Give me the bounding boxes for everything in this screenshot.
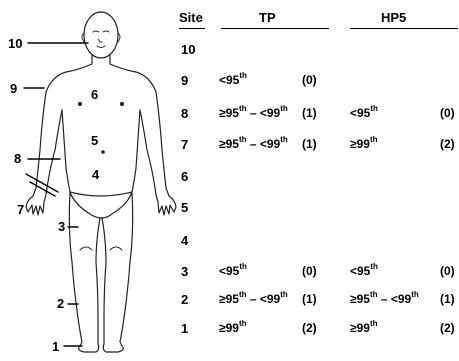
range-suffix: th bbox=[239, 104, 247, 113]
range-suffix: th bbox=[370, 135, 378, 144]
hp5-range: ≥95th – <99th bbox=[350, 293, 419, 306]
tp-range: <95th bbox=[219, 265, 247, 278]
range-lower: ≥99 bbox=[350, 137, 370, 151]
site-label-2: 2 bbox=[57, 297, 64, 310]
table-header-rule-site bbox=[179, 28, 205, 29]
tp-range: ≥99th bbox=[219, 322, 247, 335]
site-label-6: 6 bbox=[91, 88, 98, 101]
site-label-1: 1 bbox=[52, 340, 59, 353]
range-suffix: th bbox=[280, 135, 288, 144]
range-upper: – <99 bbox=[247, 137, 281, 151]
body-left-arm bbox=[26, 92, 62, 215]
hp5-score: (2) bbox=[440, 138, 455, 151]
body-face bbox=[93, 31, 109, 48]
range-lower: ≥99 bbox=[219, 321, 239, 335]
body-nipple-right bbox=[121, 103, 124, 106]
range-suffix: th bbox=[239, 71, 247, 80]
table-row-site: 4 bbox=[181, 234, 188, 247]
site-label-3: 3 bbox=[58, 220, 65, 233]
tp-score: (1) bbox=[302, 138, 317, 151]
hp5-score: (2) bbox=[440, 322, 455, 335]
tp-score: (0) bbox=[302, 74, 317, 87]
tp-score: (0) bbox=[302, 265, 317, 278]
range-suffix: th bbox=[239, 290, 247, 299]
range-lower: <95 bbox=[219, 73, 239, 87]
range-upper: – <99 bbox=[247, 106, 281, 120]
table-header-rule-hp5 bbox=[350, 28, 458, 29]
table-header-rule-tp bbox=[221, 28, 329, 29]
site-label-8: 8 bbox=[14, 152, 21, 165]
body-right-arm bbox=[140, 92, 176, 215]
site-label-4: 4 bbox=[92, 168, 99, 181]
range-suffix: th bbox=[280, 104, 288, 113]
range-lower: <95 bbox=[219, 264, 239, 278]
hp5-range: <95th bbox=[350, 265, 378, 278]
range-lower: ≥95 bbox=[219, 137, 239, 151]
hp5-score: (0) bbox=[440, 107, 455, 120]
table-header-hp5: HP5 bbox=[381, 11, 406, 24]
site-label-7: 7 bbox=[17, 203, 24, 216]
body-navel bbox=[102, 151, 104, 153]
hp5-range: <95th bbox=[350, 107, 378, 120]
range-suffix: th bbox=[280, 290, 288, 299]
range-upper: – <99 bbox=[378, 292, 412, 306]
hp5-range: ≥99th bbox=[350, 138, 378, 151]
range-lower: ≥99 bbox=[350, 321, 370, 335]
site-label-10: 10 bbox=[8, 37, 22, 50]
site-label-5: 5 bbox=[91, 134, 98, 147]
hp5-range: ≥99th bbox=[350, 322, 378, 335]
tp-score: (1) bbox=[302, 293, 317, 306]
tp-range: <95th bbox=[219, 74, 247, 87]
tp-range: ≥95th – <99th bbox=[219, 107, 288, 120]
body-nipple-left bbox=[79, 103, 82, 106]
table-row-site: 6 bbox=[181, 170, 188, 183]
range-suffix: th bbox=[239, 135, 247, 144]
table-row-site: 3 bbox=[181, 265, 188, 278]
table-header-site: Site bbox=[179, 11, 203, 24]
table-row-site: 5 bbox=[181, 201, 188, 214]
body-ears bbox=[82, 33, 120, 42]
range-suffix: th bbox=[239, 262, 247, 271]
range-suffix: th bbox=[411, 290, 419, 299]
range-lower: ≥95 bbox=[350, 292, 370, 306]
range-lower: ≥95 bbox=[219, 292, 239, 306]
range-lower: <95 bbox=[350, 264, 370, 278]
range-suffix: th bbox=[370, 262, 378, 271]
table-row-site: 1 bbox=[181, 322, 188, 335]
table-header-tp: TP bbox=[259, 11, 276, 24]
body-left-leg bbox=[69, 192, 100, 352]
table-row-site: 2 bbox=[181, 293, 188, 306]
body-briefs bbox=[70, 192, 132, 218]
body-head bbox=[84, 12, 118, 58]
body-torso bbox=[62, 110, 140, 192]
range-suffix: th bbox=[370, 104, 378, 113]
tp-score: (2) bbox=[302, 322, 317, 335]
tp-score: (1) bbox=[302, 107, 317, 120]
range-lower: <95 bbox=[350, 106, 370, 120]
range-suffix: th bbox=[370, 319, 378, 328]
range-suffix: th bbox=[239, 319, 247, 328]
range-suffix: th bbox=[370, 290, 378, 299]
table-row-site: 10 bbox=[181, 43, 195, 56]
site-label-9: 9 bbox=[10, 82, 17, 95]
range-upper: – <99 bbox=[247, 292, 281, 306]
body-right-leg bbox=[102, 192, 133, 352]
tp-range: ≥95th – <99th bbox=[219, 293, 288, 306]
tp-range: ≥95th – <99th bbox=[219, 138, 288, 151]
body-knees bbox=[80, 247, 122, 250]
body-neck-shoulders bbox=[46, 55, 156, 92]
table-row-site: 8 bbox=[181, 107, 188, 120]
hp5-score: (1) bbox=[440, 293, 455, 306]
table-row-site: 9 bbox=[181, 74, 188, 87]
range-lower: ≥95 bbox=[219, 106, 239, 120]
hp5-score: (0) bbox=[440, 265, 455, 278]
table-row-site: 7 bbox=[181, 138, 188, 151]
